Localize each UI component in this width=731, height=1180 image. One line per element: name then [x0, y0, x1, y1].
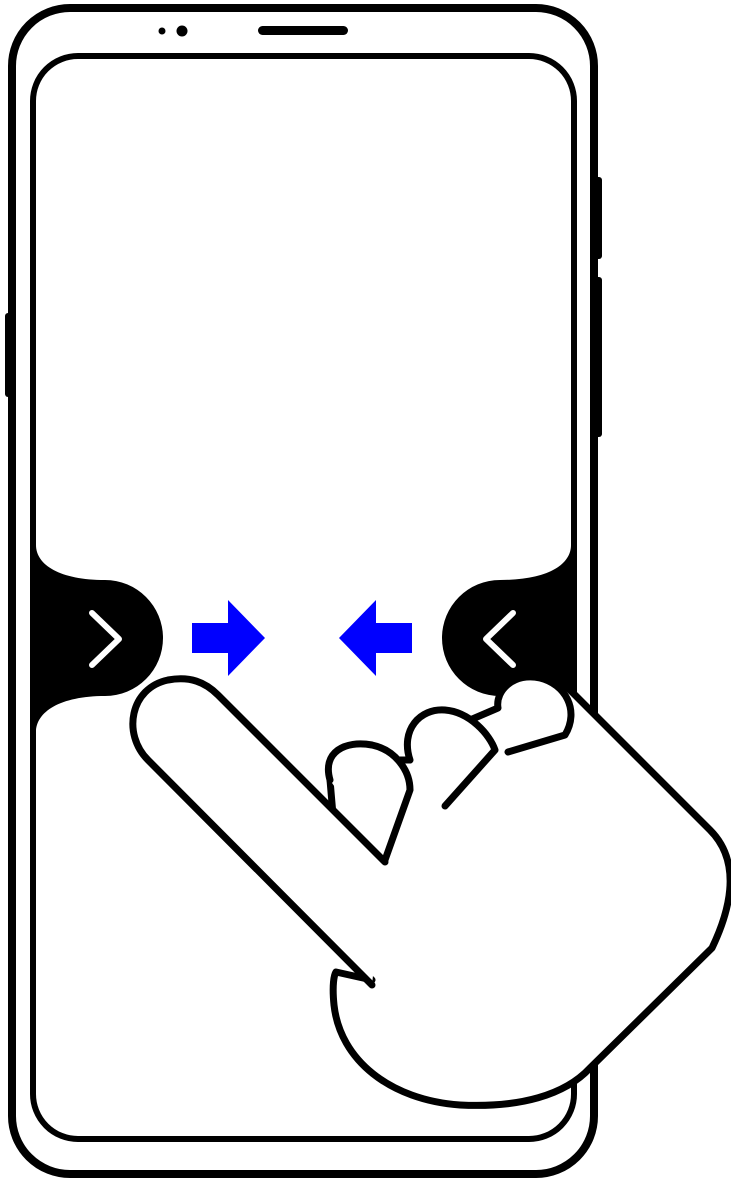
left-edge-handle [36, 545, 163, 732]
chevron-right-icon [89, 610, 122, 668]
sensor-dot [158, 27, 166, 35]
arrow-left-icon [339, 600, 412, 676]
arrow-right-icon [192, 600, 265, 676]
pointing-hand-icon [129, 670, 731, 1109]
earpiece-speaker [258, 26, 348, 35]
chevron-left-icon [483, 610, 516, 668]
camera-dot [176, 25, 188, 37]
